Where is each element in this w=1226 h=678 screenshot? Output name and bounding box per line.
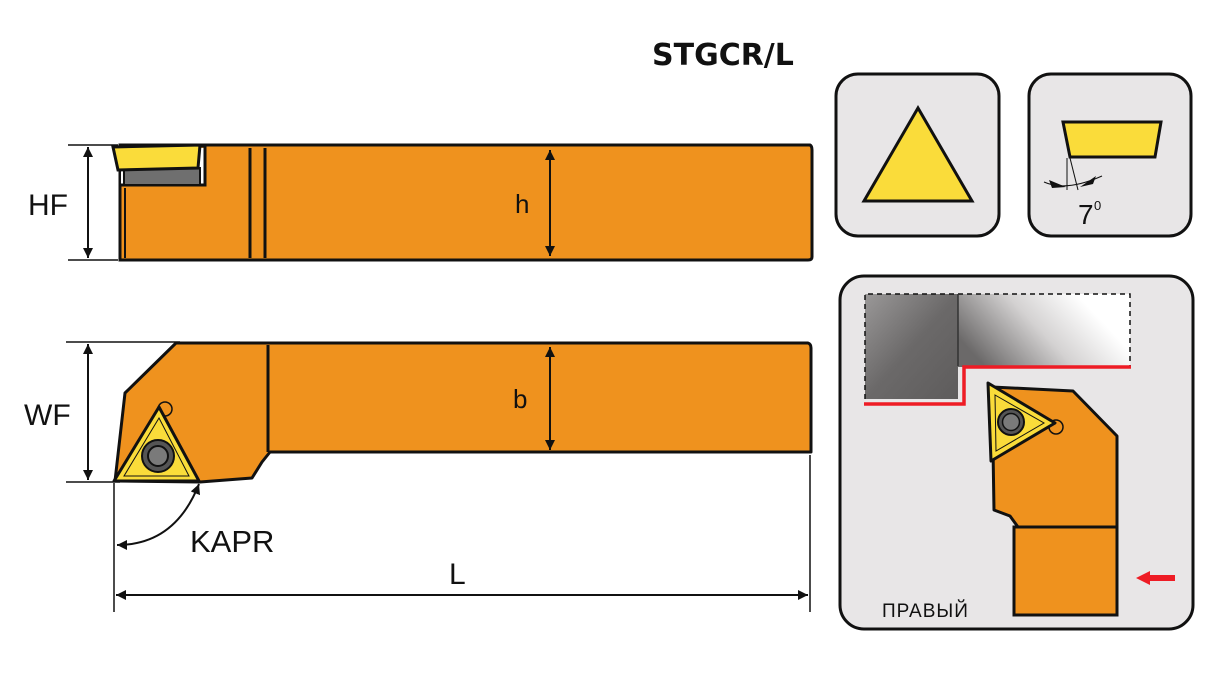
clearance-arrow-left [1049, 180, 1066, 188]
clearance-angle-unit: 0 [1094, 198, 1101, 213]
clearance-angle-value: 7 [1078, 199, 1094, 230]
side-view: HF h [28, 143, 814, 262]
side-insert [111, 143, 202, 172]
kapr-label: KAPR [190, 524, 274, 559]
application-panel: ПРАВЫЙ [838, 274, 1195, 631]
feed-direction-arrow-icon [1136, 571, 1175, 585]
clearance-insert-icon [1061, 120, 1163, 159]
application-insert-chipbreaker [994, 394, 1045, 452]
workpiece-outline [864, 293, 1131, 399]
triangle-insert-icon [861, 105, 975, 203]
workpiece-light-section [958, 294, 1130, 367]
product-title: STGCR/L [652, 38, 794, 73]
top-insert-chipbreaker [123, 416, 190, 477]
wf-label: WF [24, 399, 71, 432]
top-screw-inner [147, 445, 169, 467]
clearance-arrow-right [1080, 176, 1096, 187]
application-screw-inner [1001, 412, 1021, 432]
top-shank-body [113, 341, 813, 484]
clearance-angle-arc [1043, 175, 1103, 187]
insert-shape-panel [834, 72, 1001, 238]
clearance-angle-panel: 7 0 [1027, 72, 1193, 238]
hf-label: HF [28, 189, 68, 222]
l-label: L [449, 558, 466, 591]
top-view: WF b KAPR L [24, 341, 813, 612]
hand-label: ПРАВЫЙ [882, 600, 969, 622]
workpiece-dark-section [865, 294, 958, 399]
h-label: h [515, 189, 529, 219]
machined-surface-line [864, 365, 1131, 406]
b-label: b [513, 384, 527, 414]
kapr-angle-arc [116, 483, 200, 550]
side-shank-body [118, 143, 814, 262]
application-holder-shank [1012, 525, 1119, 617]
